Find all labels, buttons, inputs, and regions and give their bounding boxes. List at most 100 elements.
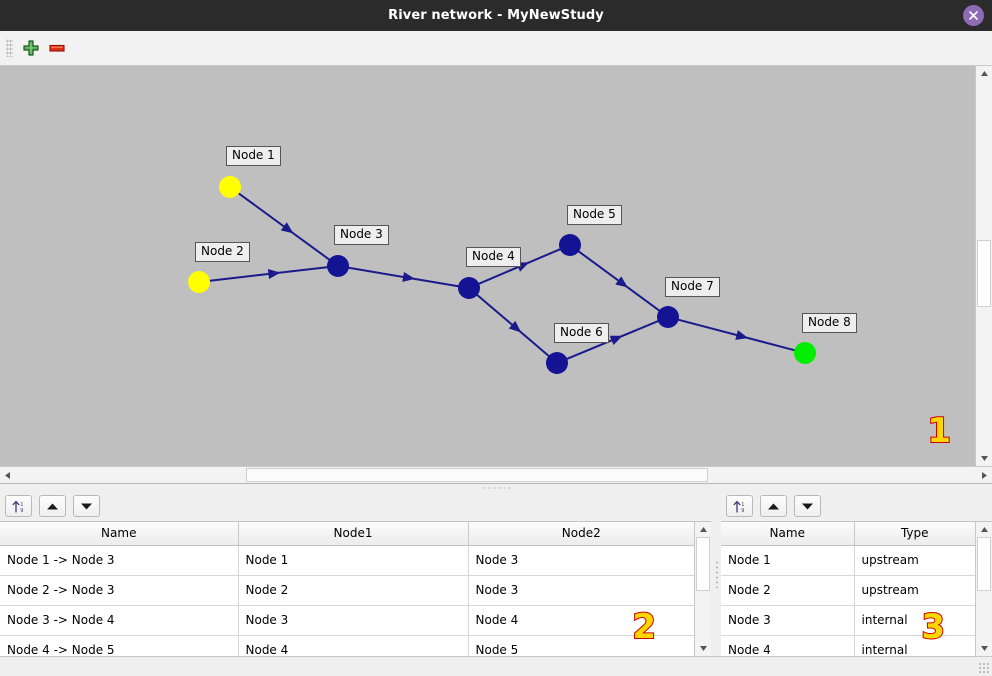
graph-hscroll-thumb[interactable] xyxy=(245,468,708,482)
graph-node[interactable] xyxy=(327,255,349,277)
reaches-vscroll-track[interactable] xyxy=(695,537,711,641)
graph-vscroll-track[interactable] xyxy=(976,81,992,451)
nodes-scroll-down-button[interactable] xyxy=(976,641,992,656)
graph-node-label[interactable]: Node 8 xyxy=(802,313,857,333)
nodes-move-down-button[interactable] xyxy=(794,495,821,517)
column-header[interactable]: Type xyxy=(854,522,975,546)
triangle-up-icon xyxy=(699,527,707,532)
table-cell[interactable]: Node 2 xyxy=(721,575,855,606)
graph-horizontal-scrollbar[interactable] xyxy=(0,466,992,483)
graph-node-label[interactable]: Node 3 xyxy=(334,225,389,245)
add-node-button[interactable] xyxy=(18,35,44,61)
graph-node[interactable] xyxy=(657,306,679,328)
sort-ascending-icon: 1 9 xyxy=(12,500,23,514)
toolbar-drag-handle[interactable] xyxy=(6,39,13,57)
graph-node[interactable] xyxy=(188,271,210,293)
table-cell[interactable]: Node 3 xyxy=(721,605,855,636)
table-cell[interactable]: Node 4 -> Node 5 xyxy=(0,635,239,656)
graph-node[interactable] xyxy=(219,176,241,198)
table-cell[interactable]: upstream xyxy=(854,575,975,606)
nodes-scroll-up-button[interactable] xyxy=(976,522,992,537)
table-cell[interactable]: Node 3 -> Node 4 xyxy=(0,605,239,636)
network-graph-canvas[interactable]: Node 1 Node 2 Node 3 Node 4 Node 5 Node 6 Node… xyxy=(0,66,975,466)
reaches-move-up-button[interactable] xyxy=(39,495,66,517)
nodes-vscroll-thumb[interactable] xyxy=(977,537,991,592)
column-header[interactable]: Node1 xyxy=(238,522,469,546)
graph-node[interactable] xyxy=(546,352,568,374)
table-cell[interactable]: Node 2 xyxy=(238,575,469,606)
reaches-scroll-up-button[interactable] xyxy=(695,522,711,537)
arrow-up-icon xyxy=(768,503,779,509)
arrow-down-icon xyxy=(802,503,813,509)
graph-node-label[interactable]: Node 7 xyxy=(665,277,720,297)
horizontal-splitter[interactable] xyxy=(0,483,992,491)
nodes-toolbar: 1 9 xyxy=(721,491,992,521)
graph-vertical-scrollbar[interactable] xyxy=(975,66,992,466)
scroll-up-button[interactable] xyxy=(976,66,992,81)
reaches-vscroll-thumb[interactable] xyxy=(696,537,710,592)
table-cell[interactable]: Node 1 -> Node 3 xyxy=(0,545,239,576)
graph-vscroll-thumb[interactable] xyxy=(977,240,991,307)
table-cell[interactable]: Node 3 xyxy=(238,605,469,636)
table-cell[interactable]: Node 3 xyxy=(468,545,694,576)
window-resize-grip[interactable] xyxy=(978,662,990,674)
table-cell[interactable]: internal xyxy=(854,605,975,636)
reaches-vertical-scrollbar[interactable] xyxy=(694,522,711,656)
table-cell[interactable]: Node 4 xyxy=(238,635,469,656)
nodes-vscroll-track[interactable] xyxy=(976,537,992,641)
graph-node-label[interactable]: Node 2 xyxy=(195,242,250,262)
nodes-sort-button[interactable]: 1 9 xyxy=(726,495,753,517)
vertical-splitter[interactable] xyxy=(711,491,721,656)
reaches-move-down-button[interactable] xyxy=(73,495,100,517)
table-cell[interactable]: Node 1 xyxy=(238,545,469,576)
column-header[interactable]: Node2 xyxy=(468,522,694,546)
graph-hscroll-track[interactable] xyxy=(15,467,977,483)
close-button[interactable] xyxy=(963,5,984,26)
table-cell[interactable]: Node 4 xyxy=(468,605,694,636)
table-cell[interactable]: Node 3 xyxy=(468,575,694,606)
graph-node-label[interactable]: Node 6 xyxy=(554,323,609,343)
nodes-move-up-button[interactable] xyxy=(760,495,787,517)
graph-node-label[interactable]: Node 4 xyxy=(466,247,521,267)
table-cell[interactable]: internal xyxy=(854,635,975,656)
triangle-left-icon xyxy=(5,471,10,479)
reaches-sort-button[interactable]: 1 9 xyxy=(5,495,32,517)
graph-node[interactable] xyxy=(794,342,816,364)
close-icon xyxy=(969,11,978,20)
nodes-vertical-scrollbar[interactable] xyxy=(975,522,992,656)
table-cell[interactable]: Node 1 xyxy=(721,545,855,576)
reaches-scroll-down-button[interactable] xyxy=(695,641,711,656)
remove-node-button[interactable] xyxy=(44,35,70,61)
graph-node-label[interactable]: Node 1 xyxy=(226,146,281,166)
graph-node-label[interactable]: Node 5 xyxy=(567,205,622,225)
column-header[interactable]: Name xyxy=(721,522,855,546)
scroll-left-button[interactable] xyxy=(0,467,15,483)
graph-node[interactable] xyxy=(559,234,581,256)
scroll-right-button[interactable] xyxy=(977,467,992,483)
scroll-down-button[interactable] xyxy=(976,451,992,466)
graph-node[interactable] xyxy=(458,277,480,299)
table-cell[interactable]: Node 2 -> Node 3 xyxy=(0,575,239,606)
table-cell[interactable]: upstream xyxy=(854,545,975,576)
table-cell[interactable]: Node 5 xyxy=(468,635,694,656)
graph-edge[interactable] xyxy=(677,318,796,352)
column-header[interactable]: Name xyxy=(0,522,239,546)
table-cell[interactable]: Node 4 xyxy=(721,635,855,656)
